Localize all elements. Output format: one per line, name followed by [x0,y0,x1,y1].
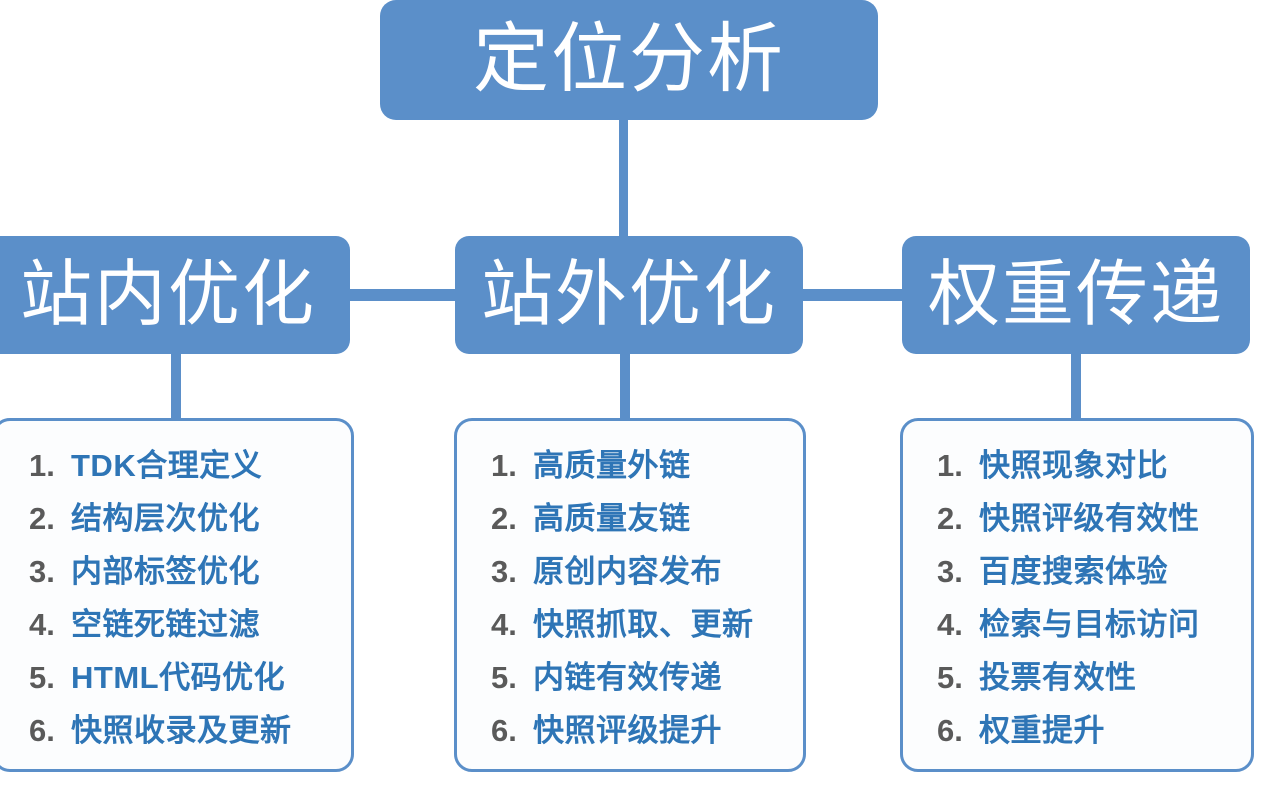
node-branch-0-header[interactable]: 站内优化 [0,236,350,354]
list-item-number: 1. [491,448,517,483]
list-item[interactable]: 2. 结构层次优化 [5,492,341,545]
list-item-number: 2. [491,501,517,536]
list-item-label: 内部标签优化 [71,554,260,589]
list-item[interactable]: 3. 百度搜索体验 [913,545,1241,598]
list-item-number: 3. [29,554,55,589]
list-item-number: 5. [29,660,55,695]
list-card-branch-0: 1. TDK合理定义 2. 结构层次优化 3. 内部标签优化 4. 空链死链过滤… [0,418,354,772]
list-item-number: 4. [937,607,963,642]
list-item-number: 5. [937,660,963,695]
list-item-label: 内链有效传递 [533,660,722,695]
list-item[interactable]: 2. 高质量友链 [467,492,793,545]
list-item-number: 1. [29,448,55,483]
node-branch-0-label: 站内优化 [19,255,316,335]
list-card-branch-2: 1. 快照现象对比 2. 快照评级有效性 3. 百度搜索体验 4. 检索与目标访… [900,418,1254,772]
list-item-number: 2. [937,501,963,536]
list-item[interactable]: 4. 空链死链过滤 [5,598,341,651]
list-item[interactable]: 3. 原创内容发布 [467,545,793,598]
list-item[interactable]: 1. 快照现象对比 [913,439,1241,492]
list-item-number: 2. [29,501,55,536]
list-item[interactable]: 5. 投票有效性 [913,651,1241,704]
list-item[interactable]: 4. 检索与目标访问 [913,598,1241,651]
list-item[interactable]: 5. 内链有效传递 [467,651,793,704]
node-branch-1-header[interactable]: 站外优化 [455,236,803,354]
node-root[interactable]: 定位分析 [380,0,878,120]
list-item-label: 检索与目标访问 [979,607,1200,642]
list-item-number: 4. [29,607,55,642]
list-item-number: 6. [491,713,517,748]
node-branch-1-label: 站外优化 [480,255,777,335]
node-branch-2-label: 权重传递 [927,255,1224,335]
list-item-label: 快照评级提升 [533,713,722,748]
list-item-number: 1. [937,448,963,483]
list-item[interactable]: 6. 权重提升 [913,704,1241,757]
list-item[interactable]: 3. 内部标签优化 [5,545,341,598]
list-item-label: 原创内容发布 [533,554,722,589]
connector-level2-horizontal-left [344,289,462,301]
connector-branch-1-to-card [620,350,630,426]
list-item-label: 高质量外链 [533,448,691,483]
list-item-label: 权重提升 [979,713,1105,748]
list-item[interactable]: 6. 快照评级提升 [467,704,793,757]
list-item-number: 5. [491,660,517,695]
list-item-number: 3. [491,554,517,589]
list-item-number: 6. [29,713,55,748]
list-item-label: 百度搜索体验 [979,554,1168,589]
list-item-number: 6. [937,713,963,748]
node-branch-2-header[interactable]: 权重传递 [902,236,1250,354]
list-branch-2: 1. 快照现象对比 2. 快照评级有效性 3. 百度搜索体验 4. 检索与目标访… [913,439,1241,757]
list-item-label: 快照评级有效性 [979,501,1200,536]
list-item[interactable]: 1. TDK合理定义 [5,439,341,492]
list-item-label: 结构层次优化 [71,501,260,536]
list-item-label: 空链死链过滤 [71,607,260,642]
list-item[interactable]: 1. 高质量外链 [467,439,793,492]
list-item-label: HTML代码优化 [71,660,286,695]
node-root-label: 定位分析 [473,17,785,102]
list-item[interactable]: 5. HTML代码优化 [5,651,341,704]
list-item-label: 高质量友链 [533,501,691,536]
list-item-label: 快照抓取、更新 [533,607,754,642]
list-item-number: 4. [491,607,517,642]
list-item-label: 快照收录及更新 [71,713,292,748]
list-item-number: 3. [937,554,963,589]
connector-branch-2-to-card [1071,350,1081,426]
connector-branch-0-to-card [171,350,181,426]
list-card-branch-1: 1. 高质量外链 2. 高质量友链 3. 原创内容发布 4. 快照抓取、更新 5… [454,418,806,772]
list-item-label: TDK合理定义 [71,448,263,483]
list-item[interactable]: 6. 快照收录及更新 [5,704,341,757]
list-branch-0: 1. TDK合理定义 2. 结构层次优化 3. 内部标签优化 4. 空链死链过滤… [5,439,341,757]
list-item[interactable]: 2. 快照评级有效性 [913,492,1241,545]
list-item[interactable]: 4. 快照抓取、更新 [467,598,793,651]
list-branch-1: 1. 高质量外链 2. 高质量友链 3. 原创内容发布 4. 快照抓取、更新 5… [467,439,793,757]
list-item-label: 投票有效性 [979,660,1137,695]
connector-root-to-level2 [619,118,628,244]
connector-level2-horizontal-right [796,289,910,301]
list-item-label: 快照现象对比 [979,448,1168,483]
